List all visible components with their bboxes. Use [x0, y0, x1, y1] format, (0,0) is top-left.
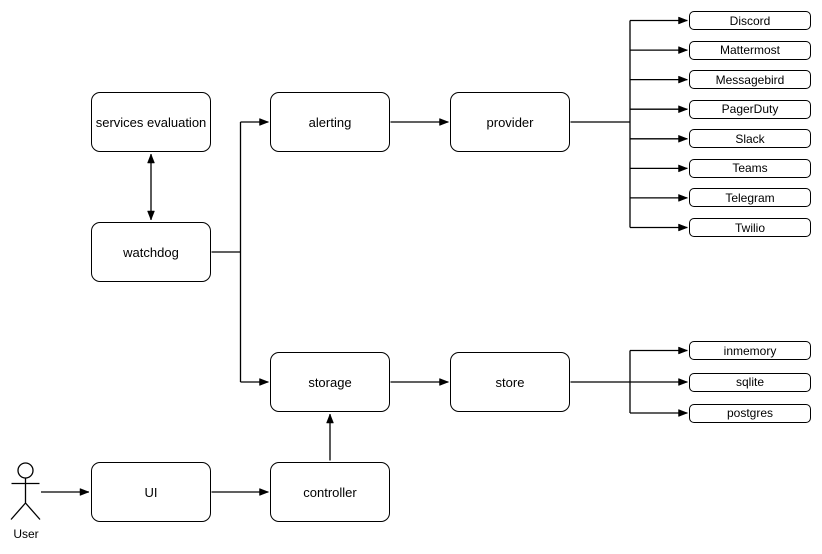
node-inmemory: inmemory	[689, 341, 811, 360]
node-telegram: Telegram	[689, 188, 811, 208]
node-mattermost: Mattermost	[689, 40, 811, 60]
node-slack: Slack	[689, 129, 811, 149]
node-controller: controller	[270, 462, 390, 522]
node-postgres: postgres	[689, 403, 811, 423]
node-services-evaluation: services evaluation	[91, 92, 211, 152]
user-stick-figure-icon	[10, 462, 41, 520]
user-actor-label: User	[13, 527, 39, 541]
node-sqlite: sqlite	[689, 372, 811, 392]
node-store: store	[450, 352, 570, 412]
node-discord: Discord	[689, 11, 811, 30]
edge-watchdog-branch-trunk	[211, 122, 242, 382]
edge-provider-trunk	[570, 20, 631, 228]
node-watchdog: watchdog	[91, 222, 211, 282]
node-storage: storage	[270, 352, 390, 412]
node-teams: Teams	[689, 158, 811, 178]
node-alerting: alerting	[270, 92, 390, 152]
node-provider: provider	[450, 92, 570, 152]
node-twilio: Twilio	[689, 218, 811, 237]
node-ui: UI	[91, 462, 211, 522]
node-pagerduty: PagerDuty	[689, 99, 811, 119]
node-messagebird: Messagebird	[689, 70, 811, 90]
edge-store-trunk	[570, 350, 631, 413]
